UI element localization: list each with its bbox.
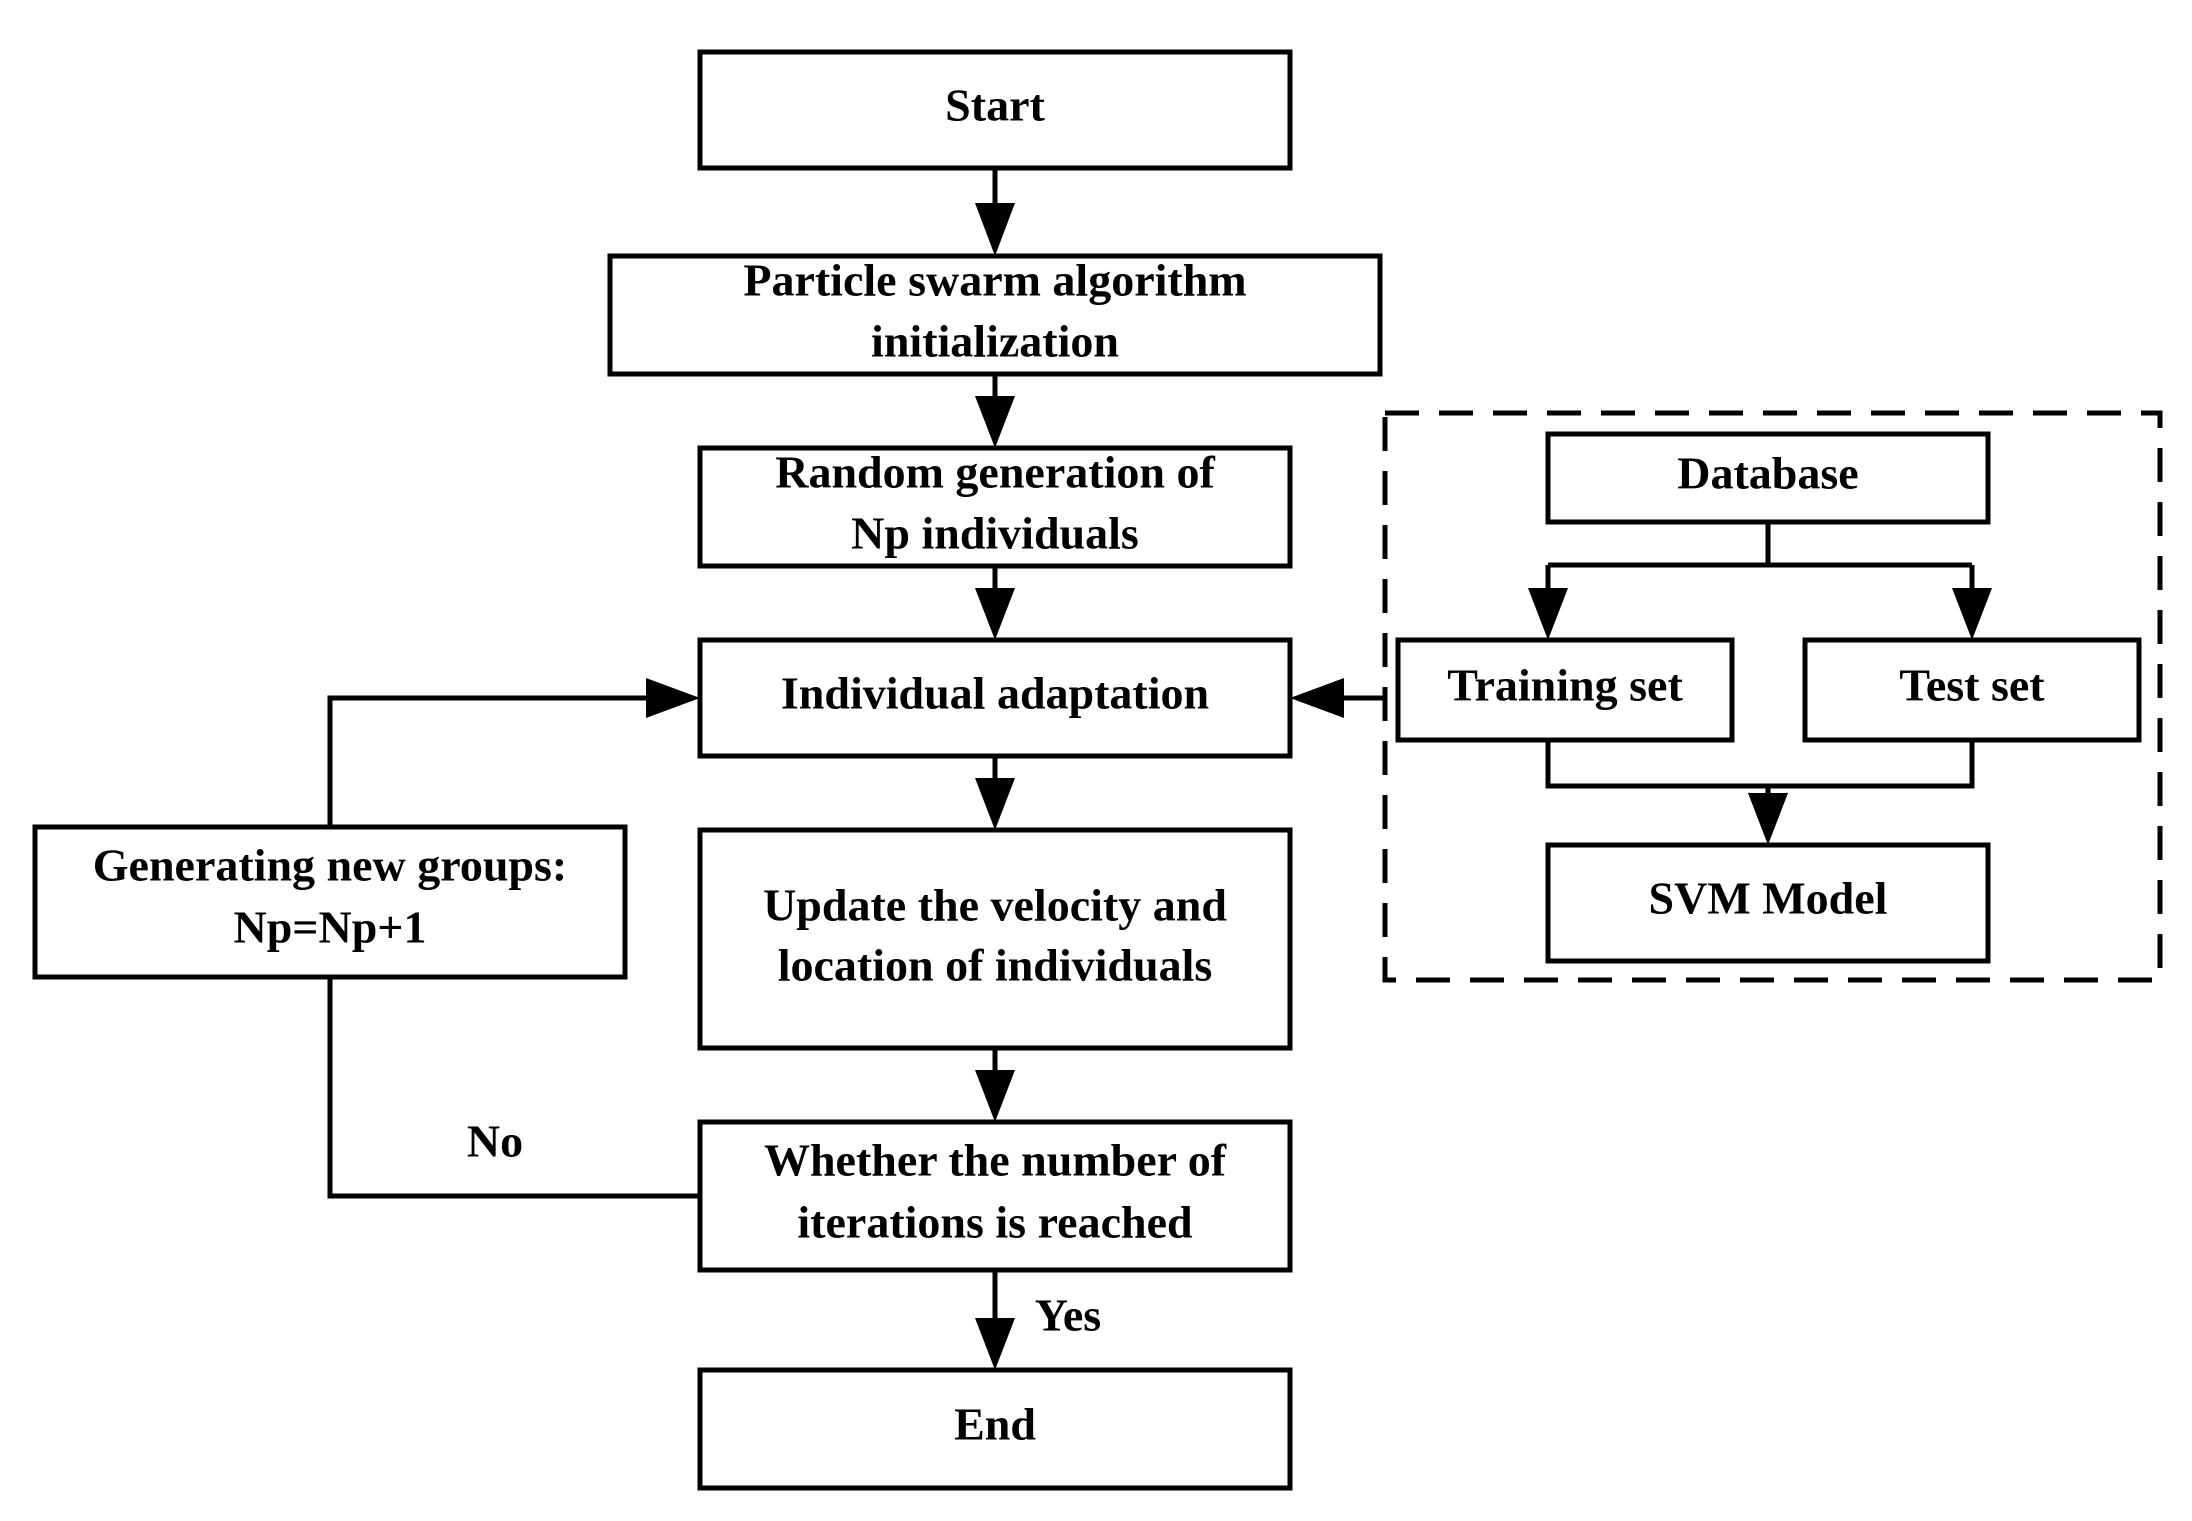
node-test: Test set — [1802, 637, 2142, 743]
node-end-label: End — [954, 1399, 1036, 1450]
node-check-line-2: iterations is reached — [797, 1197, 1193, 1248]
edge-check-end — [975, 1270, 1015, 1370]
node-start-label: Start — [945, 80, 1045, 131]
node-random-line-1: Random generation of — [775, 447, 1215, 498]
node-init-line-1: Particle swarm algorithm — [743, 255, 1246, 306]
node-generate-line-2: Np=Np+1 — [233, 902, 426, 953]
node-update: Update the velocity and location of indi… — [697, 827, 1293, 1051]
node-adapt: Individual adaptation — [697, 637, 1293, 759]
node-svm-label: SVM Model — [1649, 873, 1888, 924]
node-update-line-1: Update the velocity and — [763, 880, 1227, 931]
node-svm: SVM Model — [1545, 842, 1991, 964]
label-yes: Yes — [1035, 1290, 1101, 1341]
edge-no-loop — [327, 977, 700, 1199]
node-generate-line-1: Generating new groups: — [93, 840, 568, 891]
node-check-line-1: Whether the number of — [764, 1135, 1227, 1186]
node-database: Database — [1545, 431, 1991, 525]
node-database-label: Database — [1677, 448, 1858, 499]
node-test-label: Test set — [1899, 660, 2045, 711]
edge-group-to-adapt — [1290, 678, 1385, 718]
node-training: Training set — [1395, 637, 1735, 743]
label-no: No — [467, 1116, 523, 1167]
edge-adapt-update — [975, 756, 1015, 830]
node-end: End — [697, 1367, 1293, 1491]
edge-generate-adapt — [327, 678, 700, 827]
edge-random-adapt — [975, 566, 1015, 640]
edge-database-split — [1528, 522, 1992, 640]
node-init-line-2: initialization — [871, 316, 1119, 367]
node-generate: Generating new groups: Np=Np+1 — [32, 824, 628, 980]
node-adapt-label: Individual adaptation — [781, 668, 1209, 719]
node-training-label: Training set — [1447, 660, 1683, 711]
node-init: Particle swarm algorithm initialization — [607, 253, 1383, 377]
edge-init-random — [975, 374, 1015, 448]
node-random: Random generation of Np individuals — [697, 445, 1293, 569]
edge-start-init — [975, 168, 1015, 256]
node-random-line-2: Np individuals — [851, 508, 1139, 559]
edge-sets-to-svm — [1545, 740, 1975, 845]
node-check: Whether the number of iterations is reac… — [697, 1119, 1293, 1273]
node-update-line-2: location of individuals — [778, 940, 1213, 991]
edge-update-check — [975, 1048, 1015, 1122]
node-start: Start — [697, 49, 1293, 171]
